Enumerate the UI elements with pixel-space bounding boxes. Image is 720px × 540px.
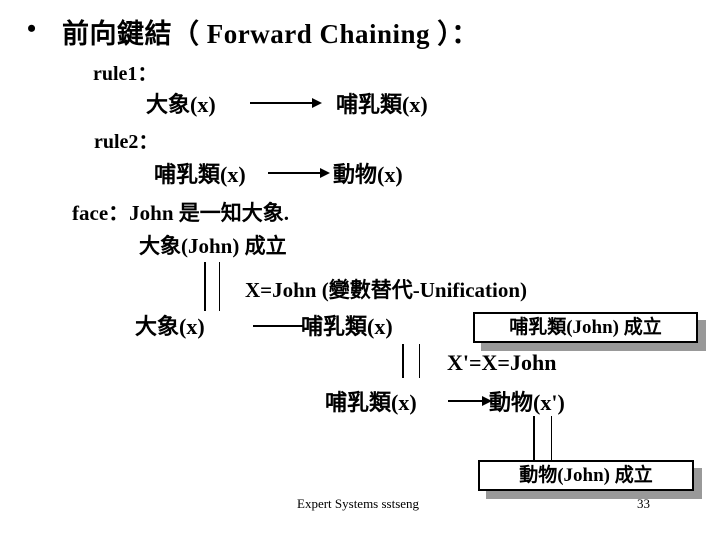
footer-text: Expert Systems sstseng [297,496,420,511]
title-bullet: • [27,14,37,43]
fact-assertion: 大象(John) 成立 [139,234,287,258]
derived-fact-box-1: 哺乳類(John) 成立 [473,312,698,343]
rule2-antecedent: 哺乳類(x) [154,162,246,187]
arrow-right-icon [268,167,330,179]
arrow-right-icon [250,97,322,109]
match-connector-lines [533,416,552,461]
arrow-right-icon [448,395,492,407]
match2-consequent: 動物(x') [489,390,565,415]
match1-antecedent: 大象(x) [135,314,205,339]
rule-link-line [253,325,303,327]
match-connector-lines [402,344,420,378]
rule1-consequent: 哺乳類(x) [336,92,428,117]
rule1-label: rule1： [93,63,158,85]
fact-statement: face：John 是一知大象. [72,201,289,225]
derived-fact-2-label: 動物(John) 成立 [519,465,653,486]
derived-fact-box-2: 動物(John) 成立 [478,460,694,491]
rule2-label: rule2： [94,131,159,153]
page-title: 前向鍵結（ Forward Chaining ）： [62,19,479,49]
unification-note-2: X'=X=John [447,350,557,375]
derived-fact-1-label: 哺乳類(John) 成立 [509,317,662,338]
match2-antecedent: 哺乳類(x) [325,390,417,415]
match1-consequent: 哺乳類(x) [301,314,393,339]
unification-note-1: X=John (變數替代-Unification) [245,278,528,302]
rule1-antecedent: 大象(x) [146,92,216,117]
match-connector-lines [204,262,220,311]
rule2-consequent: 動物(x) [333,162,403,187]
page-number: 33 [637,496,650,511]
